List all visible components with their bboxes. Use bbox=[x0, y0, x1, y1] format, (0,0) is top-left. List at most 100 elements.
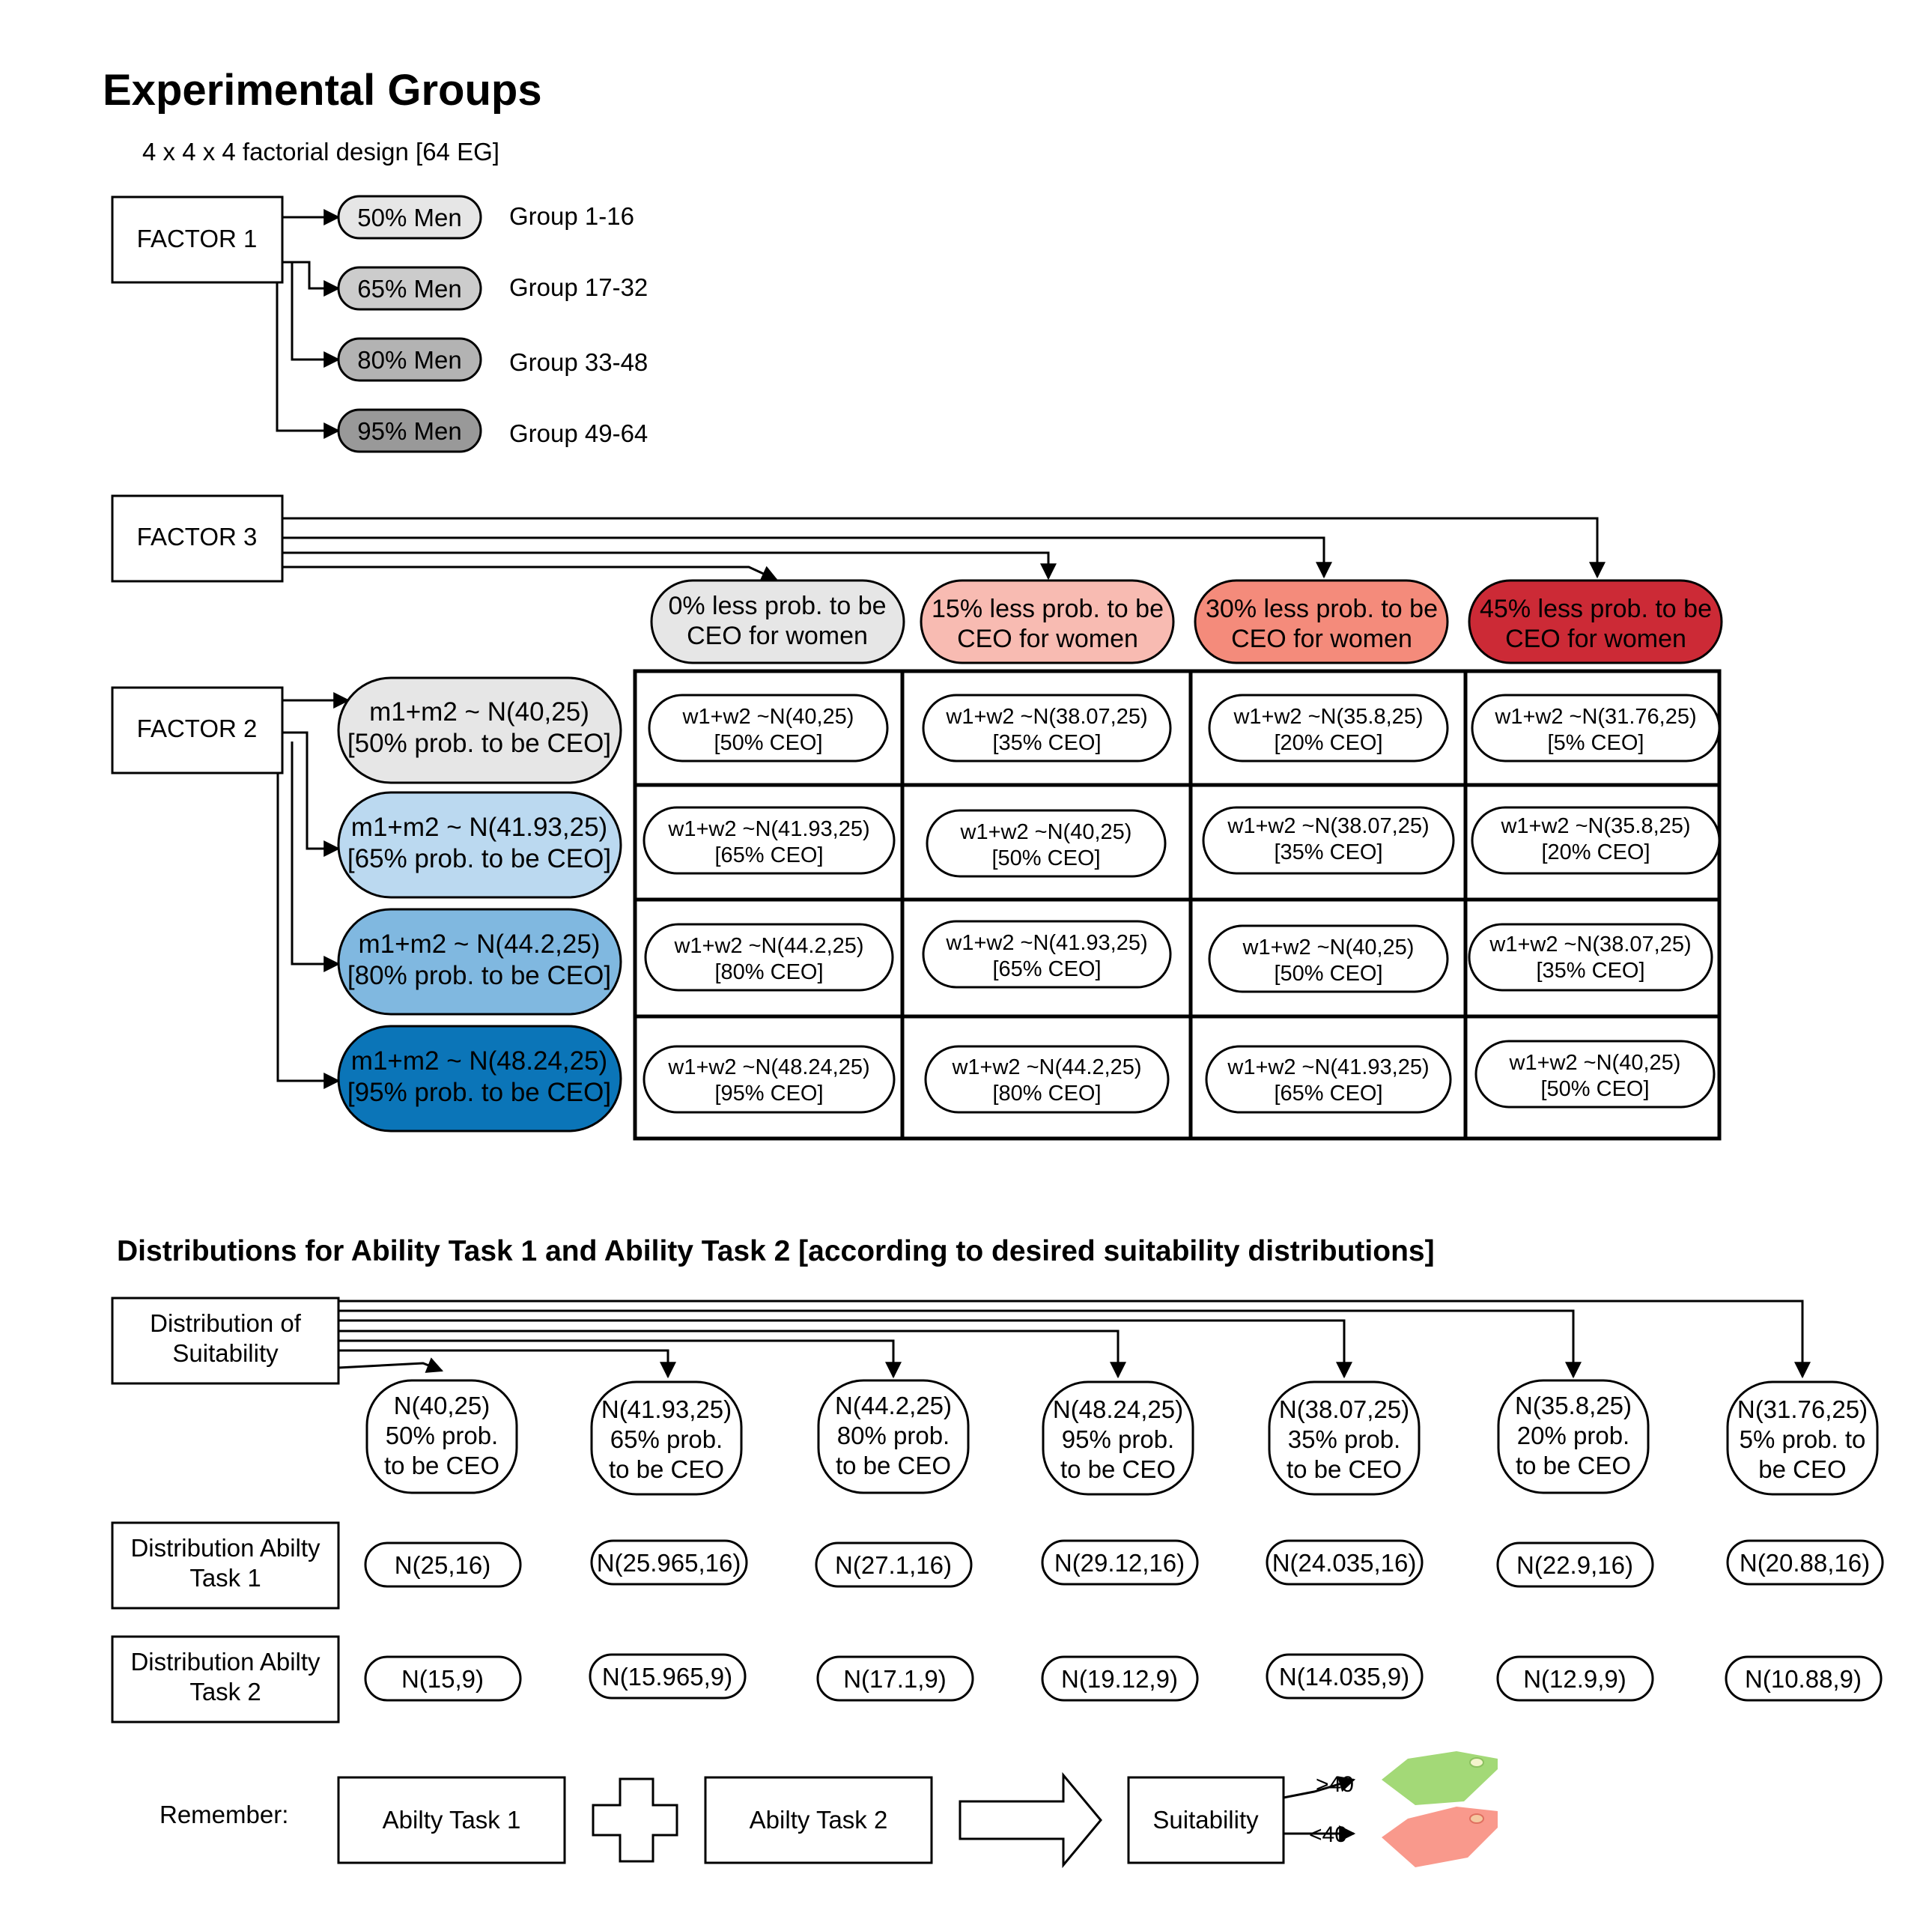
grid-cell-line2: [35% CEO] bbox=[1536, 959, 1644, 983]
suitability-pill-line: 80% prob. bbox=[837, 1422, 950, 1449]
factor2-level-line1: m1+m2 ~ N(40,25) bbox=[369, 697, 589, 727]
grid-cell-line1: w1+w2 ~N(41.93,25) bbox=[667, 817, 869, 841]
grid-cell-line1: w1+w2 ~N(40,25) bbox=[682, 705, 854, 729]
suitability-connector bbox=[338, 1357, 444, 1373]
task1-pill bbox=[590, 1539, 748, 1586]
page-subtitle: 4 x 4 x 4 factorial design [64 EG] bbox=[142, 138, 499, 166]
task1-value: N(24.035,16) bbox=[1272, 1549, 1417, 1577]
ability-task1-label: Abilty Task 1 bbox=[383, 1806, 521, 1834]
factor1-group-label: Group 17-32 bbox=[509, 273, 648, 301]
task1-value: N(20.88,16) bbox=[1740, 1549, 1870, 1577]
grid-cell-line2: [50% CEO] bbox=[714, 731, 822, 755]
factor3-connector bbox=[282, 536, 1332, 579]
task1-value: N(29.12,16) bbox=[1054, 1549, 1185, 1577]
page-title: Experimental Groups bbox=[103, 66, 542, 115]
factor1-level-label: 65% Men bbox=[357, 275, 461, 303]
task1-pill bbox=[364, 1541, 522, 1588]
factor3-level-line2: CEO for women bbox=[687, 622, 868, 650]
suitability-pill-line: 50% prob. bbox=[386, 1422, 498, 1449]
factor2-level-line1: m1+m2 ~ N(41.93,25) bbox=[351, 813, 607, 842]
grid-cell-pill bbox=[922, 694, 1172, 763]
task2-label-line1: Distribution Abilty bbox=[130, 1648, 321, 1676]
grid-cell-line2: [65% CEO] bbox=[992, 957, 1101, 981]
grid-cell-pill bbox=[922, 920, 1172, 989]
below-threshold-label: <40 bbox=[1309, 1822, 1347, 1847]
factor1-group-label: Group 49-64 bbox=[509, 419, 648, 447]
task2-value: N(14.035,9) bbox=[1279, 1663, 1409, 1691]
design-grid: w1+w2 ~N(40,25) [50% CEO] w1+w2 ~N(38.07… bbox=[633, 669, 1722, 1141]
grid-cell-pill bbox=[1205, 1045, 1452, 1114]
factor1-level-pill bbox=[337, 266, 482, 311]
suitability-pill-line: N(44.2,25) bbox=[835, 1392, 952, 1419]
factor2-label: FACTOR 2 bbox=[137, 715, 258, 742]
factor1-group-label: Group 33-48 bbox=[509, 348, 648, 376]
task2-pill bbox=[589, 1653, 747, 1700]
factor1-connector bbox=[291, 262, 341, 368]
task2-value: N(15,9) bbox=[401, 1665, 484, 1693]
factor2-level-pill bbox=[337, 908, 622, 1016]
plus-icon bbox=[592, 1777, 678, 1863]
suitability-pill-line: N(48.24,25) bbox=[1053, 1395, 1183, 1423]
task2-value: N(15.965,9) bbox=[602, 1663, 732, 1691]
task1-row: Distribution Abilty Task 1 N(25,16) N(25… bbox=[111, 1521, 1884, 1610]
grid-cell-line1: w1+w2 ~N(44.2,25) bbox=[673, 934, 863, 958]
suitability-connector bbox=[338, 1330, 1126, 1379]
suitability-pill-line: N(41.93,25) bbox=[601, 1395, 732, 1423]
green-tag-hole bbox=[1469, 1757, 1484, 1768]
suitability-pill-line: be CEO bbox=[1758, 1455, 1846, 1483]
grid-cell-pill bbox=[644, 923, 894, 992]
factor2-box bbox=[111, 686, 284, 774]
factor2-level-pill bbox=[337, 1025, 622, 1133]
grid-cell-pill bbox=[1208, 924, 1449, 993]
grid-cell-line1: w1+w2 ~N(41.93,25) bbox=[945, 931, 1147, 955]
factor1-level-pill bbox=[337, 408, 482, 453]
red-tag-icon bbox=[1382, 1807, 1498, 1867]
factor1-connector bbox=[276, 282, 341, 439]
grid-cell-line1: w1+w2 ~N(40,25) bbox=[1509, 1051, 1681, 1075]
factor2-level-line2: [80% prob. to be CEO] bbox=[347, 961, 611, 990]
factor3-level-pill bbox=[920, 579, 1175, 664]
suitability-pill-line: N(38.07,25) bbox=[1279, 1395, 1409, 1423]
task1-label-line2: Task 1 bbox=[189, 1564, 261, 1592]
task1-label-line1: Distribution Abilty bbox=[130, 1534, 321, 1562]
green-tag-shape bbox=[1382, 1751, 1498, 1805]
task1-pill bbox=[815, 1541, 973, 1588]
suitability-label-line1: Distribution of bbox=[150, 1309, 302, 1337]
suitability-pill-line: 95% prob. bbox=[1062, 1425, 1174, 1453]
grid-cell-line1: w1+w2 ~N(40,25) bbox=[960, 820, 1132, 844]
task2-pill bbox=[816, 1655, 974, 1702]
ability-task1-box bbox=[337, 1776, 566, 1864]
task1-box bbox=[111, 1521, 340, 1610]
grid-cell-pill bbox=[924, 1045, 1170, 1114]
suitability-connector bbox=[338, 1339, 902, 1379]
grid-cell-line1: w1+w2 ~N(41.93,25) bbox=[1227, 1055, 1429, 1079]
grid-cell-pill bbox=[926, 809, 1167, 878]
factor3-level-pill bbox=[1194, 579, 1449, 664]
task1-pill bbox=[1041, 1539, 1199, 1586]
grid-cell-line2: [80% CEO] bbox=[714, 960, 823, 984]
suitability-pill-line: to be CEO bbox=[1516, 1452, 1631, 1479]
factor3-box bbox=[111, 494, 284, 583]
red-tag-shape bbox=[1382, 1807, 1498, 1867]
suitability-pill bbox=[1726, 1380, 1879, 1496]
factor3-connector bbox=[282, 551, 1057, 580]
factor2-connector bbox=[291, 742, 341, 972]
factor3-level-line1: 15% less prob. to be bbox=[932, 595, 1164, 623]
task2-box bbox=[111, 1635, 340, 1723]
grid-cell-line1: w1+w2 ~N(38.07,25) bbox=[1227, 814, 1429, 838]
suitability-pill-line: to be CEO bbox=[384, 1452, 499, 1479]
suitability-pill-line: to be CEO bbox=[609, 1455, 724, 1483]
grid-cell-pill bbox=[643, 1045, 896, 1114]
grid-cell-line1: w1+w2 ~N(40,25) bbox=[1242, 936, 1415, 959]
factor2-connector bbox=[276, 773, 341, 1089]
factor3-level-line1: 30% less prob. to be bbox=[1206, 595, 1438, 623]
task2-pill bbox=[1041, 1655, 1199, 1702]
grid-cell-line2: [65% CEO] bbox=[714, 843, 823, 867]
suitability-result-box bbox=[1127, 1776, 1285, 1864]
section2-title: Distributions for Ability Task 1 and Abi… bbox=[117, 1235, 1435, 1267]
factor3-level-line1: 45% less prob. to be bbox=[1480, 595, 1712, 623]
suitability-pill-line: 65% prob. bbox=[610, 1425, 723, 1453]
factor2-block: FACTOR 2 m1+m2 ~ N(40,25) [50% prob. to … bbox=[111, 676, 622, 1133]
task2-pill bbox=[1725, 1655, 1883, 1702]
